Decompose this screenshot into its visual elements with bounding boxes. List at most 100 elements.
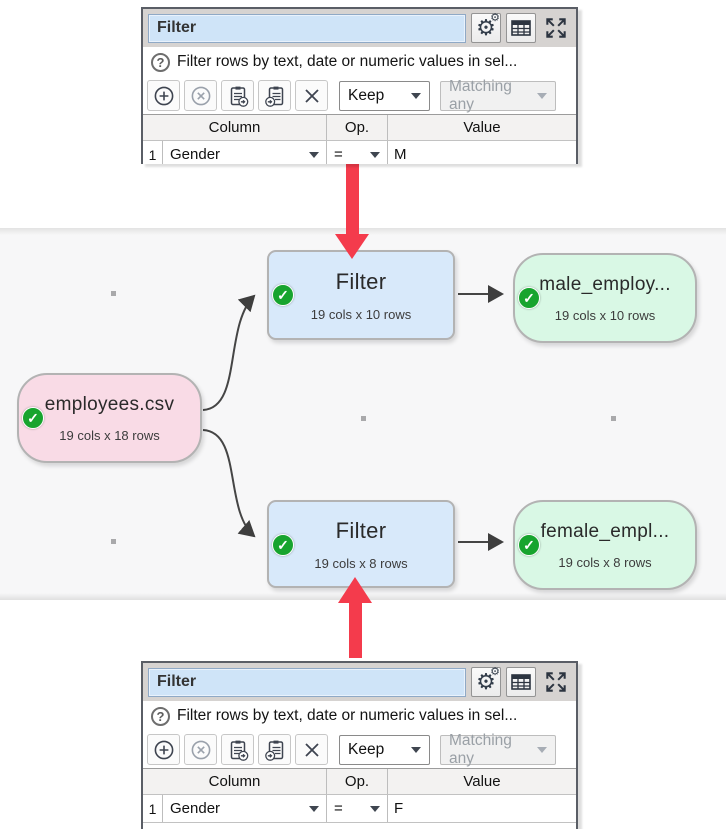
node-female-employees[interactable]: ✓ female_empl... 19 cols x 8 rows: [513, 500, 697, 590]
column-select-value: Gender: [170, 800, 221, 817]
node-title: male_employ...: [539, 273, 671, 295]
op-select-value: =: [334, 146, 343, 163]
copy-rows-button[interactable]: [258, 734, 291, 765]
keep-remove-select[interactable]: Keep: [339, 734, 430, 765]
transform-name-input[interactable]: Filter: [148, 13, 466, 43]
clipboard-paste-icon: [230, 740, 248, 761]
expand-icon: [546, 18, 566, 38]
paste-rows-button[interactable]: [221, 734, 254, 765]
chevron-down-icon: [309, 805, 319, 812]
matching-mode-select[interactable]: Matching any: [440, 77, 556, 113]
grid-dot: [111, 291, 116, 296]
remove-row-button[interactable]: [184, 734, 217, 765]
expand-icon: [546, 672, 566, 692]
node-dimensions: 19 cols x 8 rows: [314, 555, 408, 571]
help-text: Filter rows by text, date or numeric val…: [177, 707, 518, 724]
check-icon: ✓: [518, 534, 540, 556]
clipboard-copy-icon: [264, 86, 283, 107]
panel-toolbar: Keep Matching any: [143, 77, 576, 114]
chevron-down-icon: [537, 92, 547, 99]
circle-x-icon: [191, 740, 210, 759]
clipboard-paste-icon: [230, 86, 248, 107]
value-input[interactable]: [388, 141, 576, 164]
matching-mode-select[interactable]: Matching any: [440, 732, 556, 767]
help-icon[interactable]: ?: [151, 52, 170, 72]
grid-dot: [111, 539, 116, 544]
panel-title: Filter: [157, 19, 197, 36]
node-dimensions: 19 cols x 18 rows: [59, 427, 160, 443]
node-filter-bottom[interactable]: ✓ Filter 19 cols x 8 rows: [267, 500, 455, 588]
edge-source-to-filter-top: [202, 294, 256, 411]
edge-source-to-filter-bottom: [202, 429, 256, 538]
value-input[interactable]: [388, 795, 576, 822]
chevron-down-icon: [537, 746, 547, 753]
panel-title: Filter: [157, 673, 197, 690]
column-header: Column: [143, 769, 327, 794]
column-select[interactable]: Gender: [163, 795, 327, 822]
chevron-down-icon: [370, 151, 380, 158]
table-header-row: Column Op. Value: [143, 769, 576, 795]
x-icon: [304, 88, 319, 103]
help-icon[interactable]: ?: [151, 706, 170, 726]
value-cell: [388, 141, 576, 164]
annotation-arrow-bottom-shaft: [349, 602, 362, 658]
table-row: 1 Gender =: [143, 795, 576, 823]
panel-titlebar: Filter ⚙⚙: [143, 9, 576, 47]
panel-toolbar: Keep Matching any: [143, 731, 576, 768]
annotation-arrow-top-head: [335, 234, 369, 259]
node-title: employees.csv: [44, 393, 175, 415]
expand-button[interactable]: [541, 667, 571, 697]
node-dimensions: 19 cols x 10 rows: [554, 307, 656, 323]
clipboard-copy-icon: [264, 740, 283, 761]
circle-plus-icon: [154, 740, 173, 759]
settings-button[interactable]: ⚙⚙: [471, 13, 501, 43]
filter-terms-table: Column Op. Value 1 Gender =: [143, 114, 576, 164]
op-select[interactable]: =: [327, 141, 388, 164]
keep-remove-select[interactable]: Keep: [339, 80, 430, 111]
keep-remove-value: Keep: [348, 740, 385, 758]
op-select-value: =: [334, 800, 343, 817]
table-view-button[interactable]: [506, 667, 536, 697]
chevron-down-icon: [309, 151, 319, 158]
column-header: Column: [143, 115, 327, 140]
gear-icon: ⚙⚙: [476, 666, 500, 694]
table-icon: [511, 20, 531, 36]
node-employees-csv[interactable]: ✓ employees.csv 19 cols x 18 rows: [17, 373, 202, 463]
column-select-value: Gender: [170, 146, 221, 163]
node-title: female_empl...: [540, 520, 670, 542]
table-row: 1 Gender =: [143, 141, 576, 164]
add-row-button[interactable]: [147, 734, 180, 765]
table-view-button[interactable]: [506, 13, 536, 43]
check-icon: ✓: [518, 287, 540, 309]
column-select[interactable]: Gender: [163, 141, 327, 164]
add-row-button[interactable]: [147, 80, 180, 111]
panel-help-row: ? Filter rows by text, date or numeric v…: [143, 47, 576, 77]
node-male-employees[interactable]: ✓ male_employ... 19 cols x 10 rows: [513, 253, 697, 343]
clear-all-button[interactable]: [295, 80, 328, 111]
matching-mode-value: Matching any: [449, 77, 512, 113]
node-filter-top[interactable]: ✓ Filter 19 cols x 10 rows: [267, 250, 455, 340]
transform-name-input[interactable]: Filter: [148, 667, 466, 697]
x-icon: [304, 742, 319, 757]
check-icon: ✓: [272, 534, 294, 556]
node-graph-canvas[interactable]: ✓ employees.csv 19 cols x 18 rows ✓ Filt…: [0, 228, 726, 600]
clear-all-button[interactable]: [295, 734, 328, 765]
op-header: Op.: [327, 769, 388, 794]
filter-panel-top: Filter ⚙⚙: [141, 7, 578, 164]
copy-rows-button[interactable]: [258, 80, 291, 111]
settings-button[interactable]: ⚙⚙: [471, 667, 501, 697]
expand-button[interactable]: [541, 13, 571, 43]
check-icon: ✓: [22, 407, 44, 429]
op-select[interactable]: =: [327, 795, 388, 822]
paste-rows-button[interactable]: [221, 80, 254, 111]
grid-dot: [611, 416, 616, 421]
row-number: 1: [143, 795, 163, 822]
annotation-arrow-top-shaft: [346, 163, 359, 236]
filter-terms-table: Column Op. Value 1 Gender =: [143, 768, 576, 823]
table-icon: [511, 674, 531, 690]
keep-remove-value: Keep: [348, 86, 385, 104]
remove-row-button[interactable]: [184, 80, 217, 111]
annotation-arrow-bottom-head: [338, 577, 372, 603]
circle-x-icon: [191, 86, 210, 105]
